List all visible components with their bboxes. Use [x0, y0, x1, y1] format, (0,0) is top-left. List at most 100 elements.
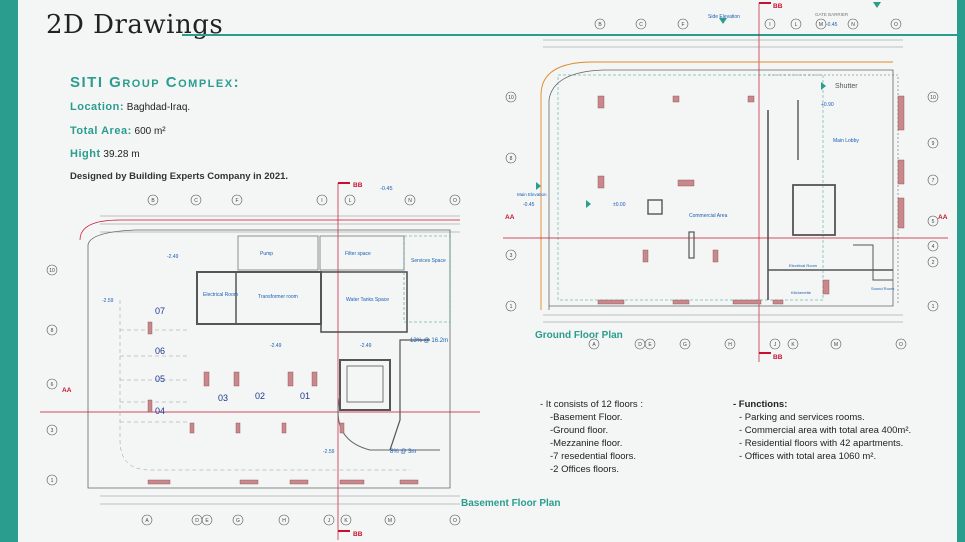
- grid-label: E: [648, 342, 652, 348]
- level-label: -2.59: [323, 449, 335, 455]
- area-value: 600 m²: [134, 126, 166, 137]
- grid-label: 8: [51, 328, 54, 334]
- functions-item: - Offices with total area 1060 m².: [739, 451, 877, 462]
- grid-label: 5: [932, 219, 935, 225]
- room-label: Services Space: [411, 258, 446, 264]
- functions-item: - Residential floors with 42 apartments.: [739, 438, 904, 449]
- grid-label: 2: [932, 260, 935, 266]
- left-accent-bar: [0, 0, 18, 542]
- grid-label: H: [728, 342, 732, 348]
- room-label: Main Lobby: [833, 138, 859, 144]
- section-bb-label: BB: [773, 3, 783, 10]
- room-label: Sound Room: [871, 286, 895, 291]
- grid-label: K: [344, 518, 348, 524]
- grid-label: 1: [51, 478, 54, 484]
- grid-label: 1: [510, 304, 513, 310]
- functions-item: - Parking and services rooms.: [739, 412, 865, 423]
- floors-intro: - It consists of 12 floors :: [540, 399, 643, 410]
- room-label: Transformer room: [258, 294, 298, 300]
- floors-item: -2 Offices floors.: [550, 464, 619, 475]
- location-line: Location: Baghdad-Iraq.: [70, 101, 190, 113]
- side-elevation-label: Side Elevation: [708, 14, 740, 20]
- grid-label: A: [145, 518, 149, 524]
- floors-item: -Ground floor.: [550, 425, 609, 436]
- floors-list: - It consists of 12 floors : -Basement F…: [540, 398, 643, 476]
- grid-label: O: [894, 22, 898, 28]
- ground-floor-plan: B C F I L M N O Side Elevation BB G: [503, 2, 948, 362]
- grid-label: 9: [932, 141, 935, 147]
- basement-grid-bottom: A D E G H J K M O: [141, 514, 461, 526]
- level-label: -2.49: [360, 343, 372, 349]
- floors-item: -Mezzanine floor.: [550, 438, 623, 449]
- level-label: ±0.00: [613, 202, 626, 208]
- grid-label: B: [151, 198, 155, 204]
- grid-label: 6: [51, 382, 54, 388]
- grid-label: D: [638, 342, 642, 348]
- height-label: Hight: [70, 148, 101, 160]
- grid-label: H: [282, 518, 286, 524]
- grid-label: O: [453, 198, 457, 204]
- level-label: -2.49: [167, 254, 179, 260]
- parking-bay-label: 02: [255, 391, 265, 401]
- room-label: Commercial Area: [689, 213, 728, 219]
- grid-label: F: [681, 22, 684, 28]
- elev-label: -0.45: [380, 186, 393, 192]
- room-label: Electrical Room: [789, 263, 818, 268]
- parking-bay-label: 07: [155, 306, 165, 316]
- grid-label: N: [408, 198, 412, 204]
- basement-plan-caption: Basement Floor Plan: [461, 498, 561, 509]
- grid-label: I: [769, 22, 770, 28]
- level-label: +0.90: [821, 102, 834, 108]
- ground-grid-left: 10 8 3 1: [505, 91, 517, 312]
- parking-bay-label: 06: [155, 346, 165, 356]
- level-label: -0.45: [523, 202, 535, 208]
- grid-label: L: [349, 198, 352, 204]
- ground-grid-top: B C F I L M N O: [594, 18, 902, 30]
- grid-label: 10: [49, 268, 55, 274]
- area-line: Total Area: 600 m²: [70, 125, 166, 137]
- grid-label: 1: [932, 304, 935, 310]
- basement-grid-top: B C F I L N O: [147, 194, 461, 206]
- designed-by: Designed by Building Experts Company in …: [70, 171, 289, 182]
- ramp-label: 8% @ 3m: [390, 449, 416, 455]
- grid-label: 3: [510, 253, 513, 259]
- basement-floor-plan: B C F I L N O BB -0.45: [40, 182, 480, 540]
- grid-label: D: [195, 518, 199, 524]
- room-label: Shutter: [835, 83, 858, 90]
- location-value: Baghdad-Iraq.: [126, 102, 191, 113]
- ground-grid-bottom: A D E G H J K M O: [588, 338, 907, 350]
- grid-label: M: [819, 22, 823, 28]
- section-bb-label: BB: [773, 354, 783, 361]
- ground-plan-caption: Ground Floor Plan: [535, 330, 623, 341]
- floors-item: -Basement Floor.: [550, 412, 623, 423]
- grid-label: I: [321, 198, 322, 204]
- height-line: Hight 39.28 m: [70, 148, 140, 160]
- room-label: Electrical Room: [203, 292, 238, 298]
- main-elevation-label: Main Elevation: [517, 192, 547, 197]
- room-label: Pump: [260, 251, 273, 257]
- height-value: 39.28 m: [103, 149, 140, 160]
- parking-bay-label: 01: [300, 391, 310, 401]
- grid-label: 3: [51, 428, 54, 434]
- gate-label: GATE BARRIER: [815, 12, 849, 17]
- grid-label: E: [205, 518, 209, 524]
- room-label: Water Tanks Space: [346, 297, 389, 303]
- grid-label: F: [235, 198, 238, 204]
- area-label: Total Area:: [70, 125, 132, 137]
- grid-label: 8: [510, 156, 513, 162]
- grid-label: G: [236, 518, 240, 524]
- grid-label: J: [328, 518, 331, 524]
- section-bb-label: BB: [353, 531, 363, 538]
- floors-item: -7 resedential floors.: [550, 451, 637, 462]
- right-accent-bar: [957, 0, 965, 542]
- grid-label: J: [774, 342, 777, 348]
- section-aa-label: AA: [505, 214, 515, 221]
- grid-label: 4: [932, 244, 935, 250]
- grid-label: C: [639, 22, 643, 28]
- basement-grid-left: 10 8 6 3 1: [46, 264, 58, 486]
- grid-label: 7: [932, 178, 935, 184]
- location-label: Location:: [70, 101, 124, 113]
- functions-head: - Functions:: [733, 399, 788, 410]
- parking-bay-label: 05: [155, 374, 165, 384]
